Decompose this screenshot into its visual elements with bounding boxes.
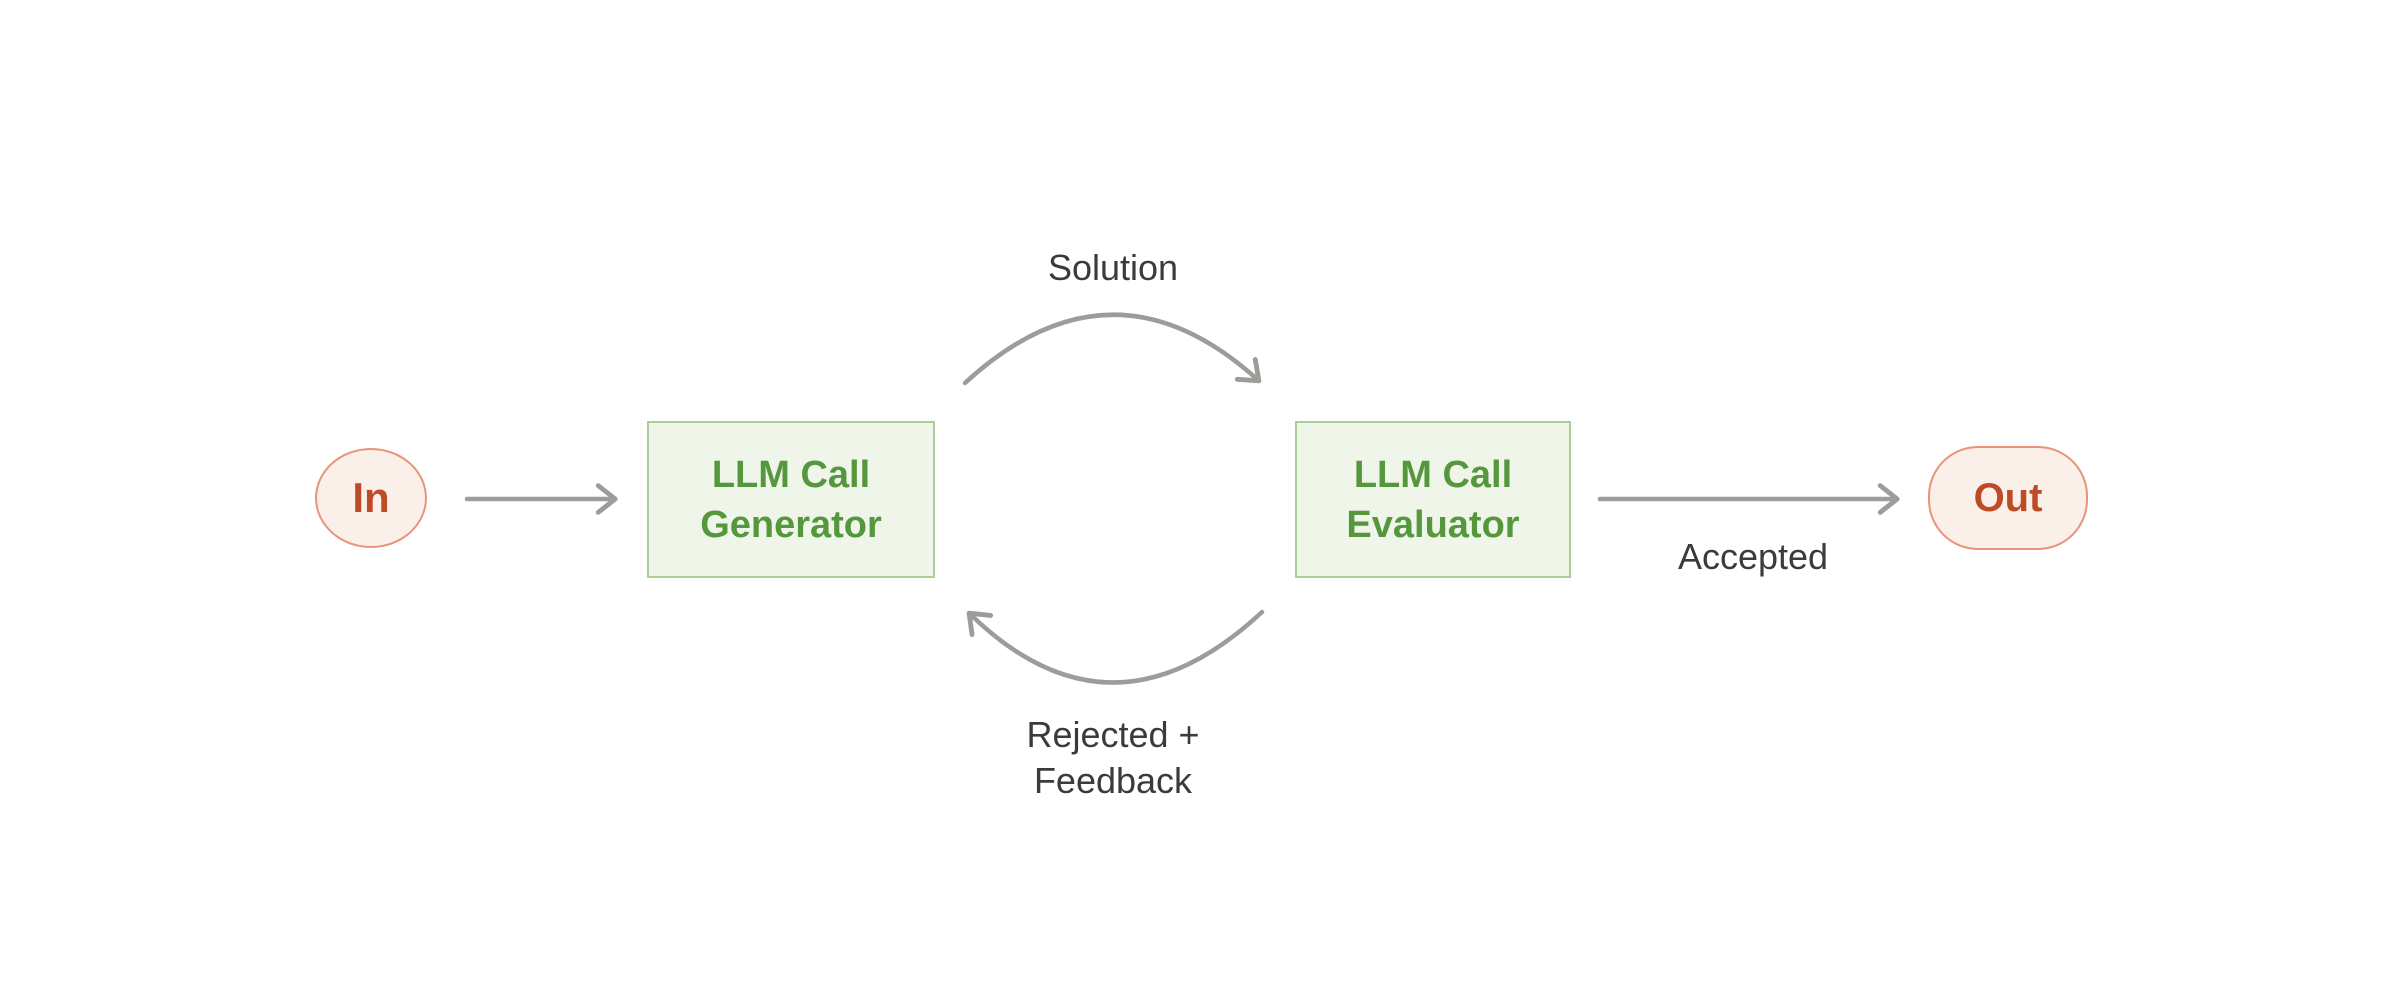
solution-edge-label: Solution [1047, 247, 1179, 288]
rejected-feedback-edge-label: Rejected + Feedback [1026, 714, 1200, 801]
llm-call-evaluator-node: LLM Call Evaluator [1295, 421, 1571, 578]
rejected-curved-arrow [966, 609, 1265, 685]
llm-call-generator-node: LLM Call Generator [647, 421, 935, 578]
out-node: Out [1928, 446, 2088, 550]
solution-curved-arrow [962, 312, 1262, 386]
in-node: In [315, 448, 427, 548]
accepted-edge-label: Accepted [1677, 536, 1829, 577]
